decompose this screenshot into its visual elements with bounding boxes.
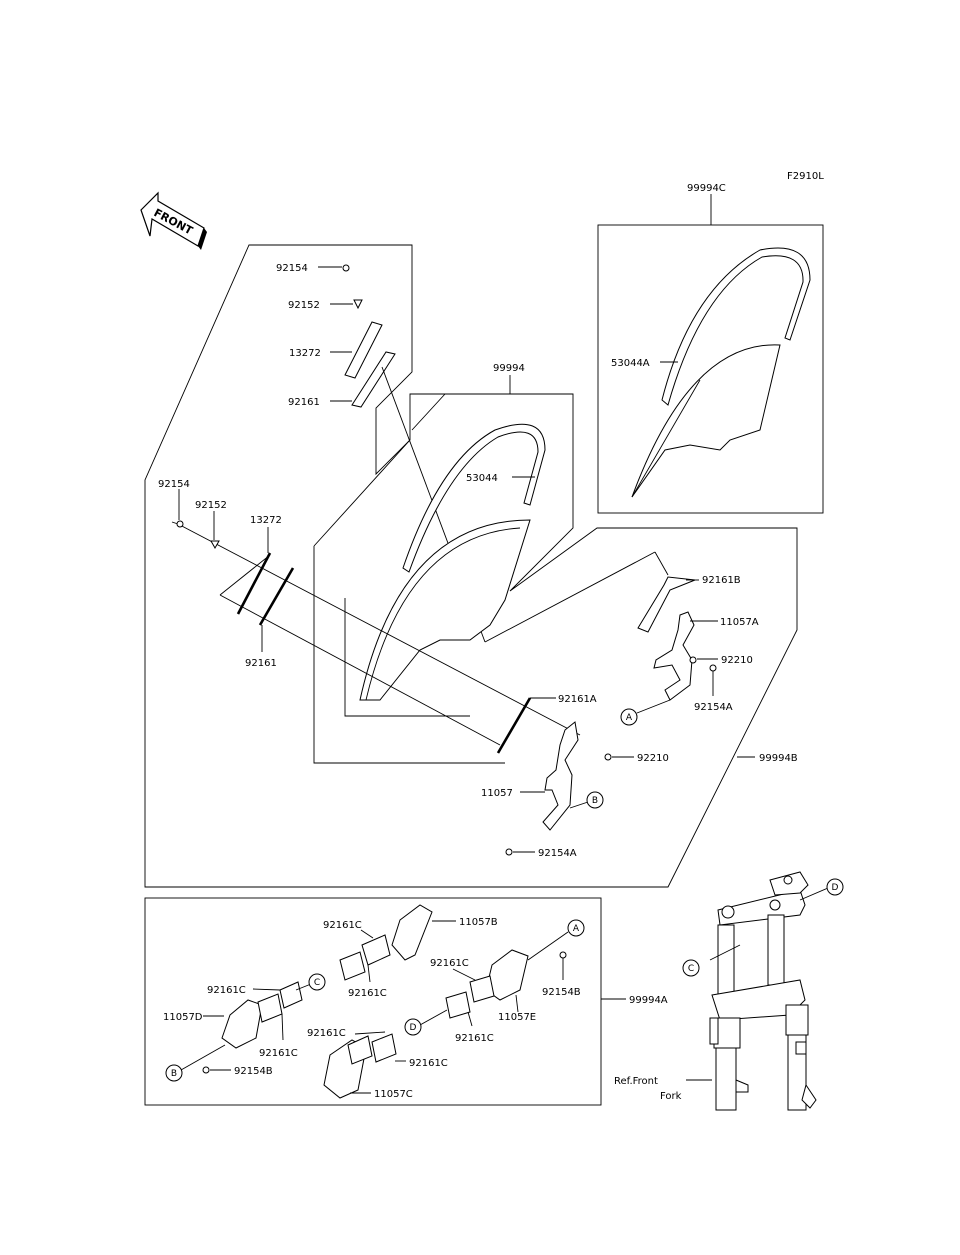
bolt-92154A-r-icon	[709, 664, 717, 672]
part-11057A	[653, 611, 695, 701]
nut-92210-c-icon	[604, 753, 612, 761]
svg-text:D: D	[832, 883, 839, 893]
label-53044A: 53044A	[611, 358, 650, 369]
label-92154A-b: 92154A	[538, 848, 577, 859]
part-92161-left	[258, 567, 295, 626]
sheet-92161C-6	[279, 981, 303, 1009]
part-13272-top	[344, 321, 383, 379]
part-53044-stay	[402, 423, 546, 573]
part-11057D	[221, 999, 263, 1049]
label-92161-left: 92161	[245, 658, 277, 669]
label-99994A: 99994A	[629, 995, 668, 1006]
label-92161C-4: 92161C	[455, 1033, 494, 1044]
outline-99994	[313, 393, 505, 764]
label-92154-left: 92154	[158, 479, 190, 490]
bolt-92154B-l-icon	[202, 1066, 210, 1074]
label-92154A-r: 92154A	[694, 702, 733, 713]
label-92161C-3: 92161C	[430, 958, 469, 969]
label-92161C-2: 92161C	[348, 988, 387, 999]
svg-text:B: B	[592, 796, 598, 806]
label-11057: 11057	[481, 788, 513, 799]
front-fork-illustration	[709, 871, 817, 1111]
label-11057C: 11057C	[374, 1089, 413, 1100]
part-53044-screen	[359, 519, 531, 701]
part-92161A	[496, 697, 532, 754]
sheet-92161C-2	[339, 951, 366, 981]
label-92152-top: 92152	[288, 300, 320, 311]
svg-text:A: A	[626, 713, 633, 723]
bolt-92154-top-icon	[342, 264, 350, 272]
label-11057B: 11057B	[459, 917, 498, 928]
label-92161B: 92161B	[702, 575, 741, 586]
label-13272-left: 13272	[250, 515, 282, 526]
bolt-92154A-b-icon	[505, 848, 513, 856]
svg-text:A: A	[573, 924, 580, 934]
svg-text:C: C	[688, 964, 694, 974]
sheet-92161C-8	[371, 1033, 397, 1063]
label-92161C-1: 92161C	[323, 920, 362, 931]
svg-text:D: D	[410, 1023, 417, 1033]
label-92210-c: 92210	[637, 753, 669, 764]
callout-a-kit: A	[567, 919, 585, 937]
figure-code: F2910L	[787, 171, 824, 182]
label-92154B-l: 92154B	[234, 1066, 273, 1077]
label-92161C-6: 92161C	[259, 1048, 298, 1059]
label-11057A: 11057A	[720, 617, 759, 628]
label-92161C-7: 92161C	[307, 1028, 346, 1039]
callout-c-fork: C	[682, 959, 700, 977]
sheet-92161C-3	[469, 975, 495, 1003]
bolt-92154B-r-icon	[559, 951, 567, 959]
part-53044A-stay	[661, 247, 811, 406]
washer-92152-left-icon	[210, 540, 220, 550]
label-11057E: 11057E	[498, 1012, 536, 1023]
bolt-92154-left-icon	[176, 520, 184, 528]
part-53044A-screen	[631, 344, 781, 498]
washer-92152-top-icon	[353, 299, 363, 310]
svg-text:C: C	[314, 978, 320, 988]
label-92161-top: 92161	[288, 397, 320, 408]
part-92161-top	[351, 351, 396, 408]
sheet-92161C-7	[347, 1035, 373, 1065]
box-99994A	[144, 897, 602, 1106]
ref-label-line1: Ref.Front	[614, 1076, 658, 1087]
label-99994B: 99994B	[759, 753, 798, 764]
label-92210-r: 92210	[721, 655, 753, 666]
label-11057D: 11057D	[163, 1012, 203, 1023]
label-92154-top: 92154	[276, 263, 308, 274]
callout-b-kit: B	[165, 1064, 183, 1082]
sheet-92161C-5	[257, 993, 283, 1023]
front-arrow-icon: FRONT	[140, 191, 207, 250]
callout-d-fork: D	[826, 878, 844, 896]
label-92161A: 92161A	[558, 694, 597, 705]
sheet-92161C-1	[361, 934, 391, 966]
part-11057B	[391, 904, 433, 961]
callout-d-kit: D	[404, 1018, 422, 1036]
callout-a-right: A	[620, 708, 638, 726]
callout-b-main: B	[586, 791, 604, 809]
ref-label-line2: Fork	[660, 1091, 682, 1102]
sheet-92161C-4	[445, 991, 471, 1019]
label-99994C: 99994C	[687, 183, 726, 194]
label-92161C-5: 92161C	[207, 985, 246, 996]
part-13272-left	[236, 552, 272, 615]
nut-92210-r-icon	[689, 656, 697, 664]
outline-99994B	[144, 244, 798, 888]
label-13272-top: 13272	[289, 348, 321, 359]
label-99994: 99994	[493, 363, 525, 374]
svg-text:B: B	[171, 1069, 177, 1079]
callout-c-kit: C	[308, 973, 326, 991]
label-92161C-8: 92161C	[409, 1058, 448, 1069]
part-92161B	[637, 576, 696, 633]
part-11057	[542, 721, 579, 831]
label-92154B-r: 92154B	[542, 987, 581, 998]
label-92152-left: 92152	[195, 500, 227, 511]
box-99994C	[597, 224, 824, 514]
label-53044: 53044	[466, 473, 498, 484]
